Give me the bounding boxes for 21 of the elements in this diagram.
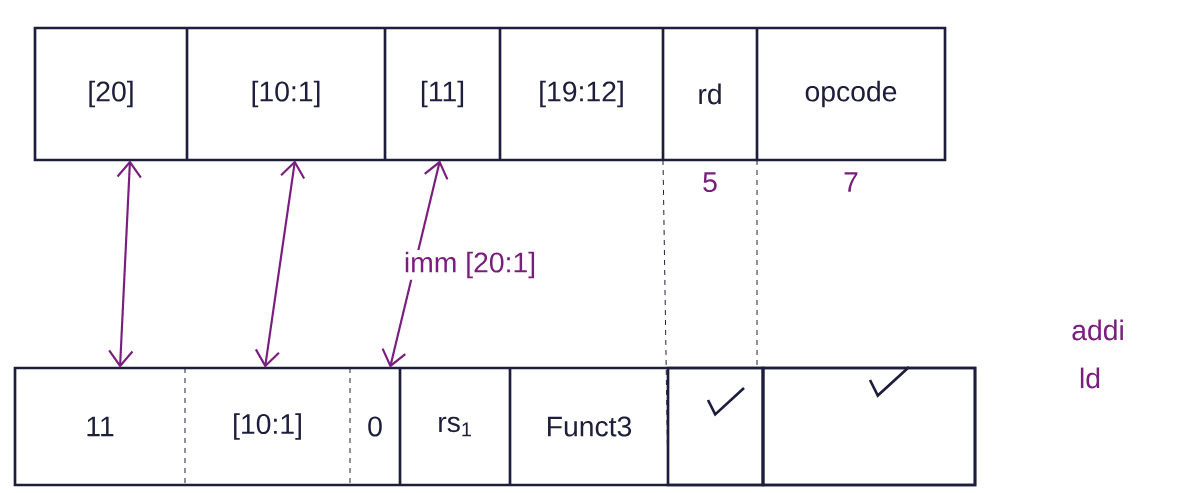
field-cell: 0 bbox=[368, 416, 382, 437]
field-cell: [11] bbox=[421, 80, 464, 108]
field-cell: [19:12] bbox=[540, 80, 623, 108]
field-cell: 11 bbox=[87, 416, 114, 437]
field-cell: opcode bbox=[805, 80, 897, 108]
bit-width: 7 bbox=[844, 172, 858, 192]
field-cell: [10:1] bbox=[252, 80, 320, 108]
field-cell: [10:1] bbox=[234, 413, 301, 440]
arrow bbox=[381, 160, 449, 368]
annotation-text: ld bbox=[1077, 365, 1103, 391]
annotation-text: imm [20:1] bbox=[402, 250, 538, 280]
field-cell: Funct3 bbox=[548, 416, 632, 437]
field-cell: [20] bbox=[89, 80, 133, 108]
empty-cell bbox=[761, 366, 977, 487]
field-cell: rs$_{1}$ bbox=[439, 416, 471, 437]
field-cell: rd bbox=[699, 83, 721, 105]
empty-cell bbox=[666, 366, 765, 487]
annotation-text: addi bbox=[1069, 317, 1127, 343]
bit-width: 5 bbox=[703, 172, 717, 193]
arrow bbox=[108, 160, 142, 368]
arrow bbox=[254, 160, 306, 368]
